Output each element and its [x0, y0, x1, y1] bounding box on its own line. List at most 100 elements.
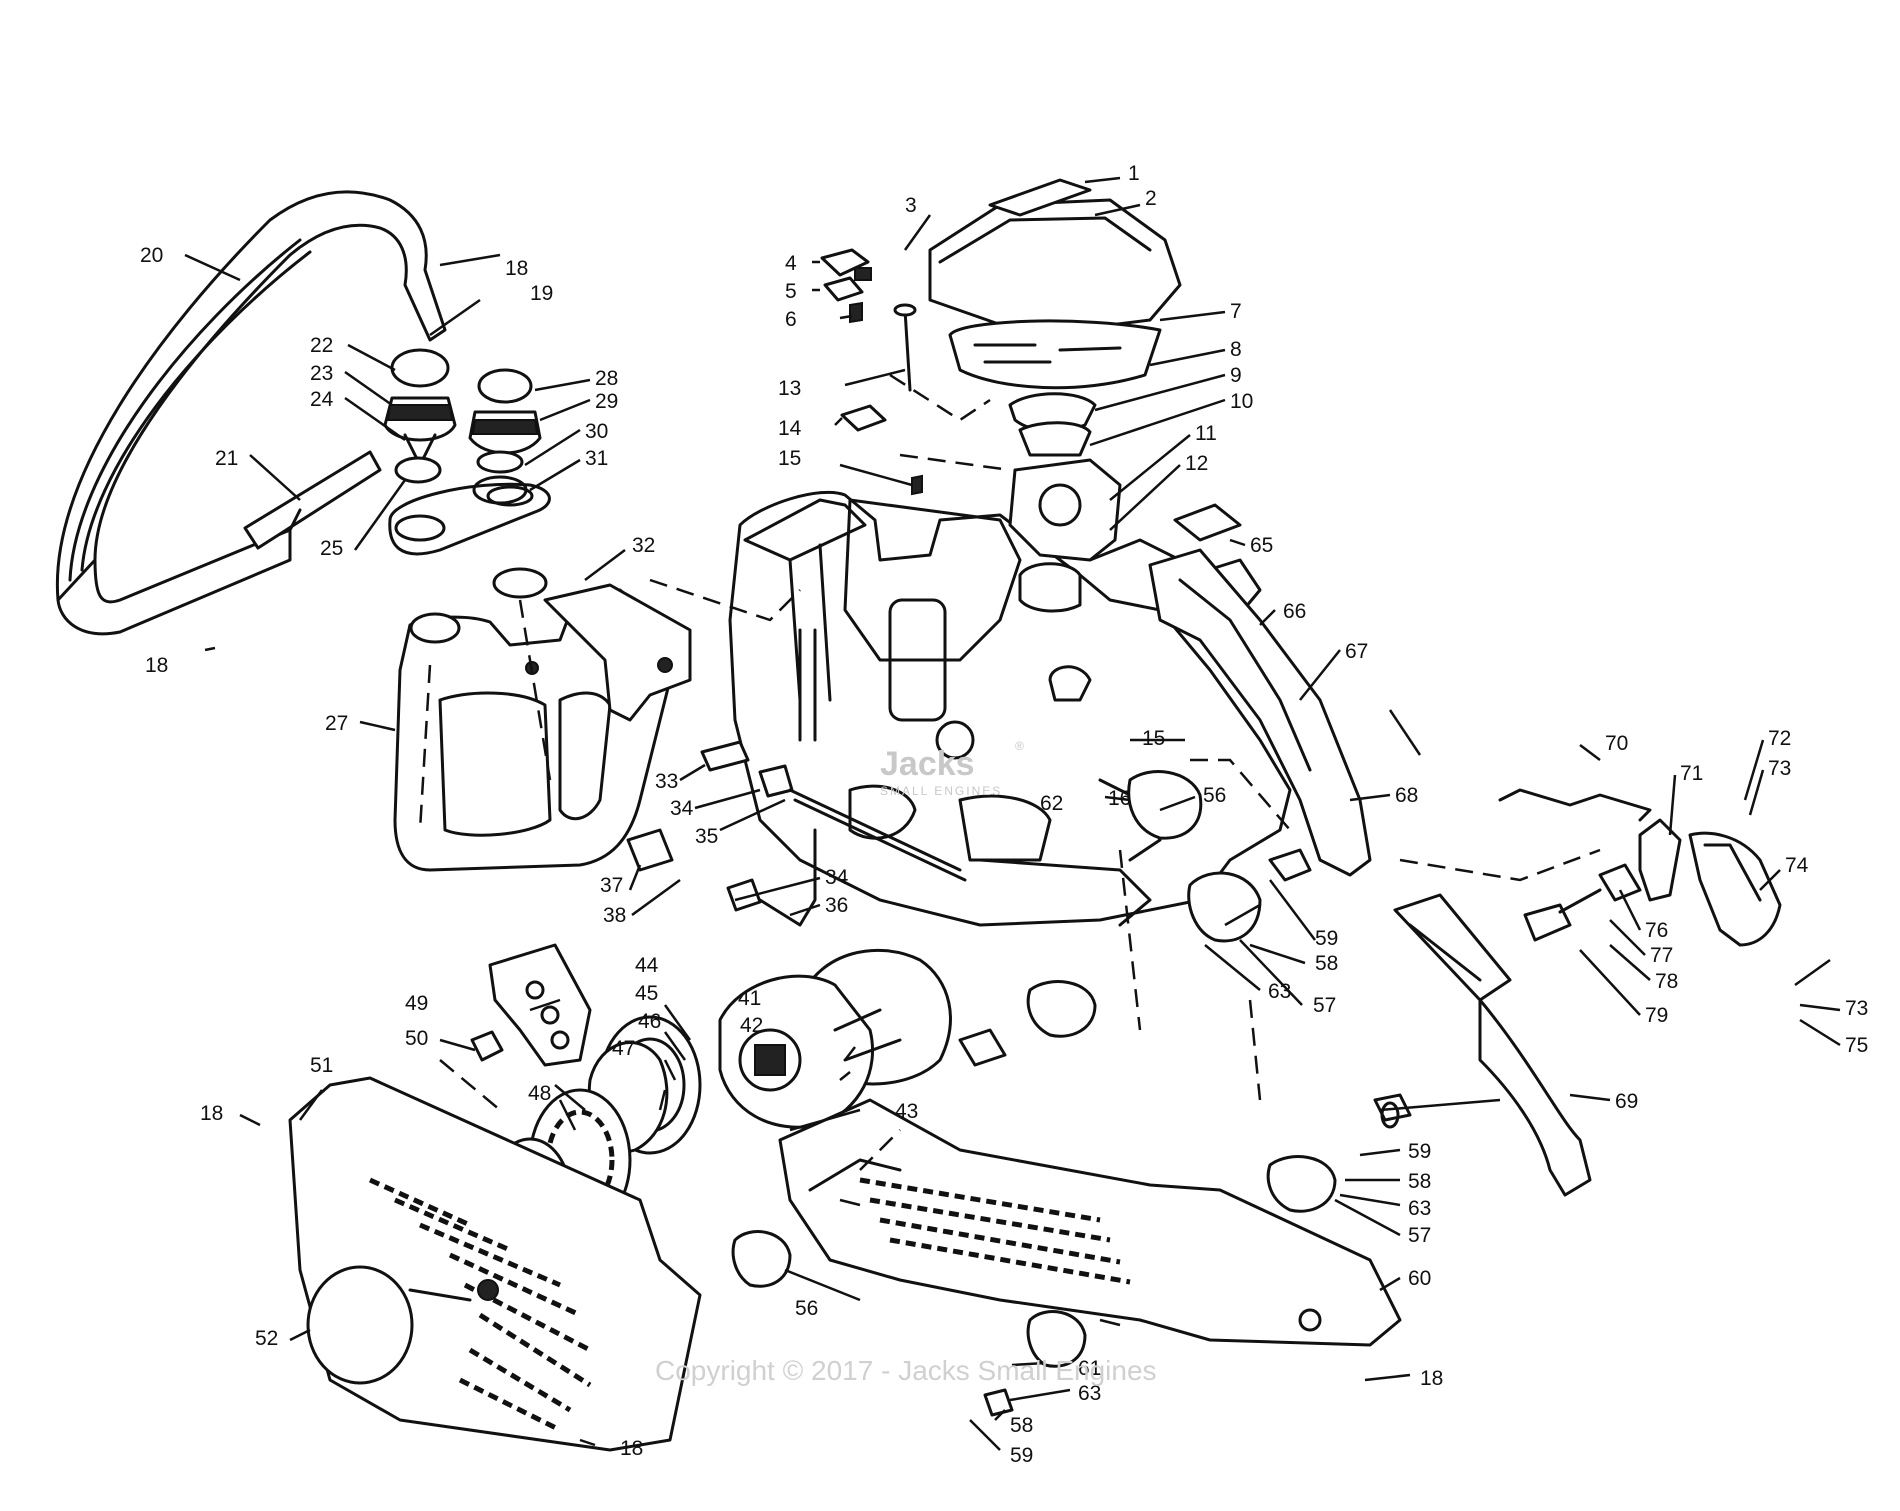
callout-18a: 18 — [505, 257, 528, 280]
callout-68: 68 — [1395, 784, 1418, 807]
callout-60: 60 — [1408, 1267, 1431, 1290]
callout-63a: 63 — [1268, 980, 1291, 1003]
callout-36: 36 — [825, 894, 848, 917]
callout-69: 69 — [1615, 1090, 1638, 1113]
callout-58c: 58 — [1010, 1414, 1033, 1437]
carburetor — [1008, 458, 1122, 613]
callout-51: 51 — [310, 1054, 333, 1077]
callout-63b: 63 — [1408, 1197, 1431, 1220]
callout-23: 23 — [310, 362, 333, 385]
callout-58b: 58 — [1408, 1170, 1431, 1193]
callout-21: 21 — [215, 447, 238, 470]
callout-56a: 56 — [1203, 784, 1226, 807]
callout-31: 31 — [585, 447, 608, 470]
callout-33: 33 — [655, 770, 678, 793]
callout-8: 8 — [1230, 338, 1242, 361]
callout-15: 15 — [778, 447, 801, 470]
callout-62: 62 — [1040, 792, 1063, 815]
callout-72: 72 — [1768, 727, 1791, 750]
callout-27: 27 — [325, 712, 348, 735]
callout-59c: 59 — [1010, 1444, 1033, 1467]
callout-18b: 18 — [145, 654, 168, 677]
air-cover — [928, 178, 1182, 457]
callout-10: 10 — [1230, 390, 1253, 413]
callout-67: 67 — [1345, 640, 1368, 663]
assembly-lines — [418, 373, 1601, 1171]
callout-18e: 18 — [1420, 1367, 1443, 1390]
callout-19: 19 — [530, 282, 553, 305]
watermark-logo-mark: ® — [1015, 739, 1026, 753]
callout-58a: 58 — [1315, 952, 1338, 975]
watermark-copyright: Copyright © 2017 - Jacks Small Engines — [655, 1355, 1157, 1386]
callout-16: 16 — [1108, 787, 1131, 810]
callout-79: 79 — [1645, 1004, 1668, 1027]
callout-18d: 18 — [620, 1437, 643, 1460]
callout-41: 41 — [738, 987, 761, 1010]
callout-65: 65 — [1250, 534, 1273, 557]
callout-74: 74 — [1785, 854, 1809, 877]
bottom-pan — [778, 1098, 1402, 1347]
callout-24: 24 — [310, 388, 334, 411]
callout-9: 9 — [1230, 364, 1242, 387]
callout-35: 35 — [695, 825, 718, 848]
callout-63c: 63 — [1078, 1382, 1101, 1405]
callout-57b: 57 — [1408, 1224, 1431, 1247]
callout-73a: 73 — [1768, 757, 1791, 780]
callout-5: 5 — [785, 280, 797, 303]
callout-4: 4 — [785, 252, 797, 275]
av-mounts — [731, 770, 1412, 1417]
callout-61: 61 — [1078, 1357, 1101, 1380]
callout-78: 78 — [1655, 970, 1678, 993]
callout-13: 13 — [778, 377, 801, 400]
cap-gasket — [388, 482, 551, 556]
callout-11: 11 — [1195, 422, 1217, 445]
callout-59a: 59 — [1315, 927, 1338, 950]
oil-tank — [543, 583, 692, 722]
watermark-logo: Jacks — [880, 745, 975, 783]
callout-2: 2 — [1145, 187, 1157, 210]
callout-29: 29 — [595, 390, 618, 413]
callout-49: 49 — [405, 992, 428, 1015]
callout-30: 30 — [585, 420, 608, 443]
callout-76: 76 — [1645, 919, 1668, 942]
callout-70: 70 — [1605, 732, 1628, 755]
callout-50: 50 — [405, 1027, 428, 1050]
callout-20: 20 — [140, 244, 163, 267]
callout-77: 77 — [1650, 944, 1673, 967]
callout-12: 12 — [1185, 452, 1208, 475]
callout-37: 37 — [600, 874, 623, 897]
callout-66: 66 — [1283, 600, 1306, 623]
callout-32: 32 — [632, 534, 655, 557]
callout-14: 14 — [778, 417, 802, 440]
callout-43: 43 — [895, 1100, 918, 1123]
callout-34a: 34 — [670, 797, 694, 820]
callout-25: 25 — [320, 537, 343, 560]
callout-44: 44 — [635, 954, 659, 977]
callout-71: 71 — [1680, 762, 1703, 785]
callout-labels: 1 2 3 4 5 6 7 8 9 10 11 12 13 14 15 15 1… — [140, 162, 1868, 1467]
callout-75: 75 — [1845, 1034, 1868, 1057]
callout-59b: 59 — [1408, 1140, 1431, 1163]
callout-56b: 56 — [795, 1297, 818, 1320]
callout-73b: 73 — [1845, 997, 1868, 1020]
handle-bar — [55, 190, 447, 636]
starter-grip — [470, 943, 592, 1067]
callout-38: 38 — [603, 904, 626, 927]
callout-6: 6 — [785, 308, 797, 331]
callout-42: 42 — [740, 1014, 763, 1037]
throttle-assembly — [1393, 788, 1782, 1197]
watermark: Jacks SMALL ENGINES ® Copyright © 2017 -… — [655, 739, 1157, 1386]
rear-handle — [1148, 503, 1372, 877]
watermark-logo-sub: SMALL ENGINES — [880, 784, 1002, 798]
callout-1: 1 — [1128, 162, 1140, 185]
callout-48: 48 — [528, 1082, 551, 1105]
fuel-line — [626, 628, 967, 927]
small-hardware — [820, 248, 923, 496]
callout-46: 46 — [638, 1010, 661, 1033]
callout-7: 7 — [1230, 300, 1242, 323]
callout-28: 28 — [595, 367, 618, 390]
callout-57a: 57 — [1313, 994, 1336, 1017]
callout-52: 52 — [255, 1327, 278, 1350]
callout-15b: 15 — [1142, 727, 1165, 750]
